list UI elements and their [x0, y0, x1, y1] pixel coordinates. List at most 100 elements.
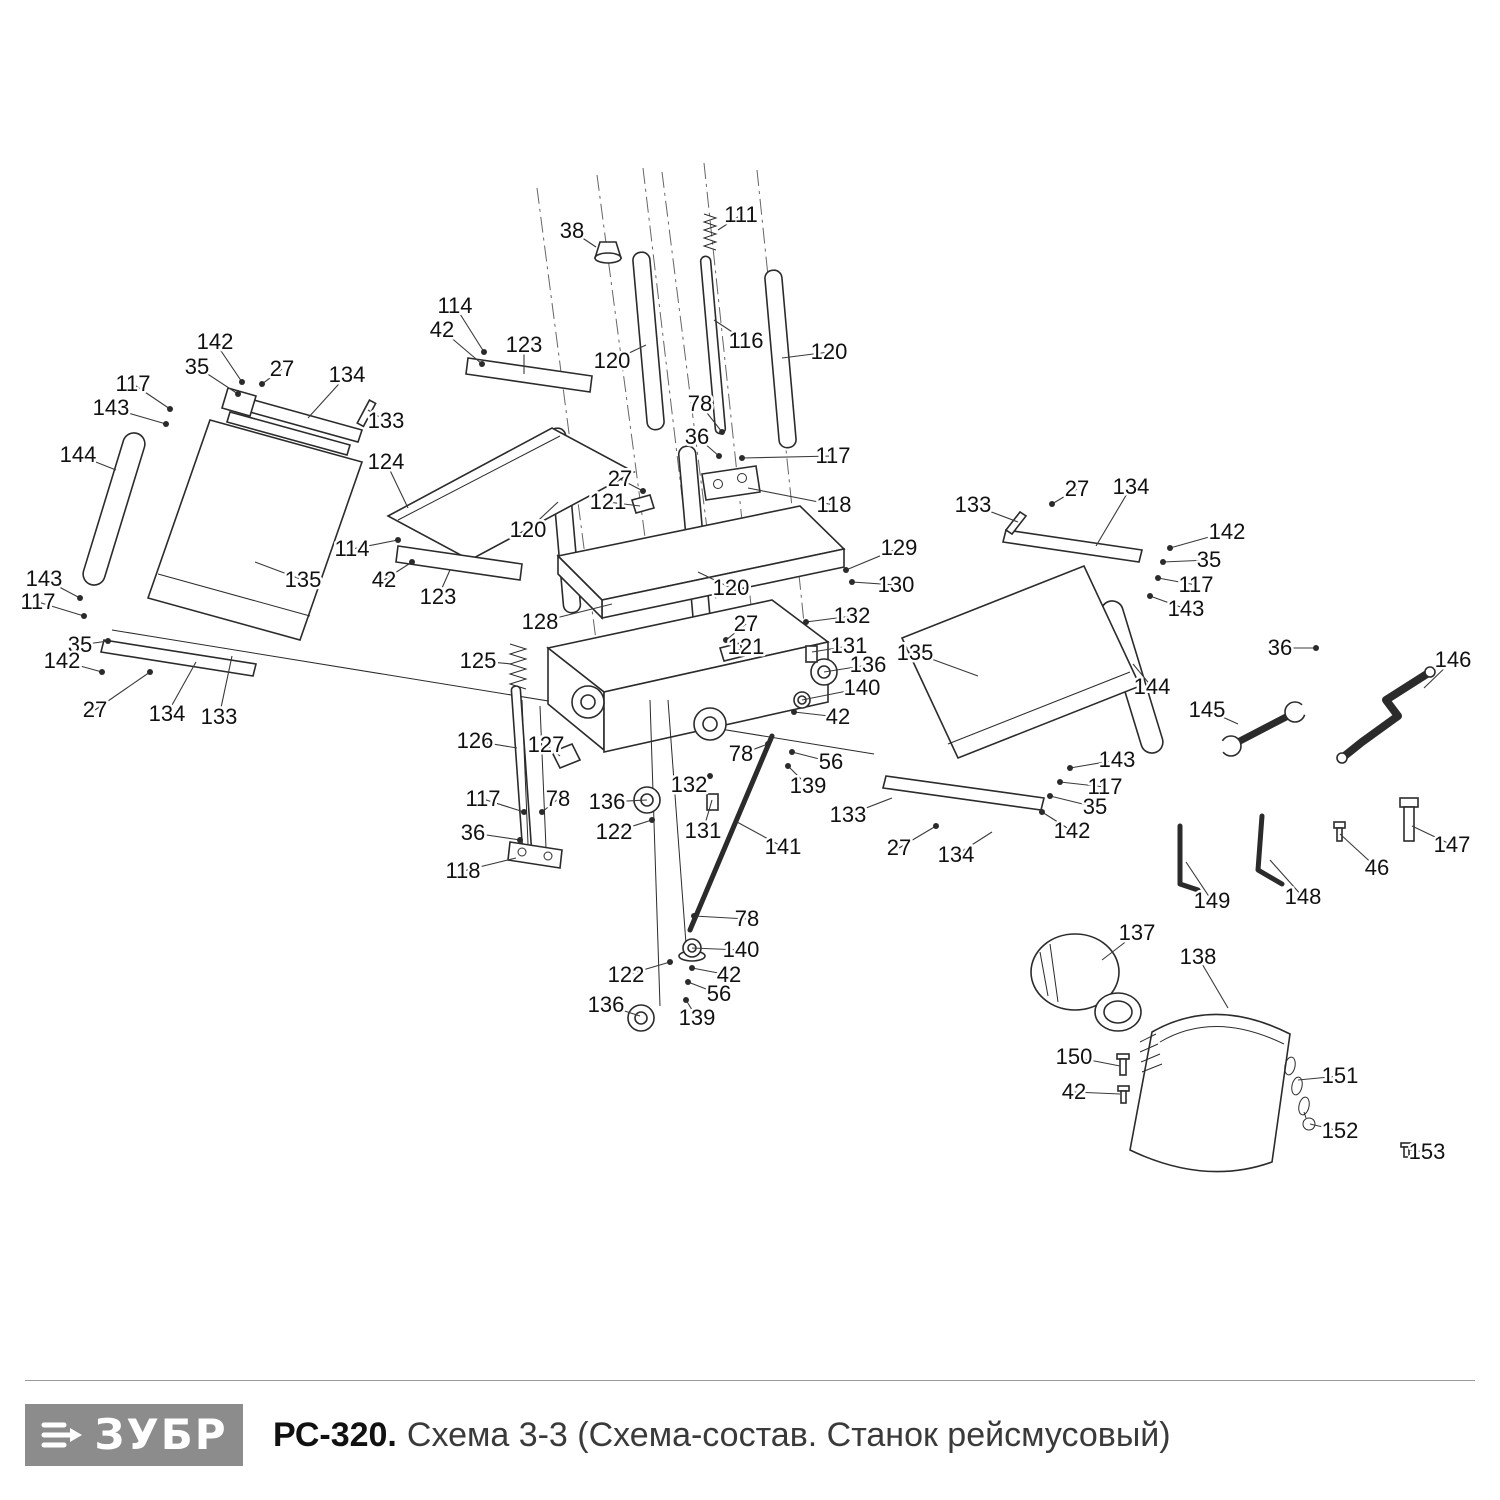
model-number: РС-320. — [273, 1415, 397, 1454]
part-number-label: 122 — [596, 819, 633, 844]
screw-46 — [1333, 821, 1346, 842]
upper-bracket-118 — [630, 465, 761, 662]
zubr-logo-icon — [41, 1422, 83, 1448]
base-casting — [546, 599, 830, 753]
long-tie-rod — [111, 629, 875, 755]
hook-152 — [1302, 1111, 1316, 1131]
part-number-label: 142 — [197, 329, 234, 354]
part-number-label: 144 — [60, 442, 97, 467]
exploded-diagram: 3811111442123120116120142352713411714313… — [20, 162, 1472, 1173]
part-number-label: 152 — [1322, 1118, 1359, 1143]
part-number-label: 130 — [878, 572, 915, 597]
pin-133-right — [1004, 510, 1028, 536]
hinge-bracket-left — [221, 387, 257, 417]
support-bar-134-right — [1002, 529, 1143, 563]
part-number-label: 27 — [734, 611, 758, 636]
cover-138 — [1129, 1013, 1291, 1173]
footer-divider — [25, 1380, 1475, 1381]
part-number-label: 117 — [20, 589, 55, 614]
part-number-label: 136 — [589, 789, 626, 814]
screw-150 — [1116, 1053, 1130, 1076]
part-number-label: 134 — [1113, 474, 1150, 499]
part-number-label: 136 — [588, 992, 625, 1017]
part-number-label: 143 — [1099, 747, 1136, 772]
part-number-label: 131 — [685, 818, 722, 843]
caption-text: Схема 3-3 (Схема-состав. Станок рейсмусо… — [406, 1415, 1171, 1454]
part-number-label: 36 — [461, 820, 485, 845]
part-number-label: 137 — [1119, 920, 1156, 945]
part-number-label: 136 — [850, 652, 887, 677]
part-number-label: 132 — [834, 603, 871, 628]
part-number-label: 42 — [717, 962, 741, 987]
part-number-label: 133 — [368, 408, 405, 433]
part-number-label: 129 — [881, 535, 918, 560]
part-number-label: 140 — [723, 937, 760, 962]
middle-plate-124 — [386, 427, 636, 561]
spring-125 — [508, 643, 528, 690]
part-number-label: 123 — [506, 332, 543, 357]
part-number-label: 42 — [1062, 1079, 1086, 1104]
main-table-128 — [556, 505, 846, 620]
gas-rod-144-left — [82, 432, 146, 586]
part-number-label: 120 — [811, 339, 848, 364]
part-number-label: 150 — [1056, 1044, 1093, 1069]
part-number-label: 42 — [430, 317, 454, 342]
upper-bracket-123 — [465, 357, 593, 393]
bottom-bar-left — [100, 639, 257, 677]
part-number-label: 124 — [368, 449, 405, 474]
part-number-label: 134 — [938, 842, 975, 867]
part-number-label: 146 — [1435, 647, 1472, 672]
lower-bracket-118 — [507, 841, 563, 869]
part-number-label: 140 — [844, 675, 881, 700]
wrench-145 — [1215, 699, 1313, 757]
part-number-label: 78 — [546, 786, 570, 811]
zubr-logo-text: ЗУБР — [94, 1410, 228, 1459]
part-number-label: 135 — [897, 640, 934, 665]
collars-140 — [678, 691, 811, 962]
part-number-label: 35 — [68, 632, 92, 657]
bottom-bar-right — [882, 775, 1045, 811]
part-number-label: 126 — [457, 728, 494, 753]
clamp-127 — [550, 742, 582, 770]
chain-151 — [1284, 1056, 1310, 1116]
part-number-label: 116 — [728, 328, 763, 353]
part-number-label: 125 — [460, 648, 497, 673]
leader-lines — [37, 214, 1454, 1153]
part-number-label: 123 — [420, 584, 457, 609]
part-number-label: 122 — [608, 962, 645, 987]
part-number-label: 134 — [149, 701, 186, 726]
part-number-label: 117 — [115, 371, 150, 396]
part-number-label: 142 — [1054, 818, 1091, 843]
clamp-121-a — [630, 494, 656, 514]
part-number-label: 142 — [44, 648, 81, 673]
part-number-label: 117 — [465, 786, 500, 811]
part-number-label: 143 — [93, 395, 130, 420]
part-number-label: 132 — [671, 772, 708, 797]
part-number-label: 127 — [528, 732, 565, 757]
part-number-label: 27 — [1065, 476, 1089, 501]
part-number-label: 143 — [1168, 596, 1205, 621]
part-number-label: 27 — [83, 697, 107, 722]
part-number-label: 42 — [826, 704, 850, 729]
lower-bracket-123 — [395, 545, 523, 581]
part-number-label: 111 — [724, 202, 757, 227]
part-number-label: 46 — [1365, 855, 1389, 880]
part-number-label: 120 — [713, 575, 750, 600]
part-number-label: 120 — [510, 517, 547, 542]
part-number-label: 35 — [185, 354, 209, 379]
part-number-label: 27 — [887, 835, 911, 860]
part-number-label: 138 — [1180, 944, 1217, 969]
diagram-caption: РС-320.Схема 3-3 (Схема-состав. Станок р… — [273, 1416, 1171, 1455]
left-table-assembly — [82, 387, 377, 677]
part-number-label: 120 — [594, 348, 631, 373]
part-number-label: 121 — [590, 489, 627, 514]
screw-153 — [1400, 1142, 1413, 1158]
right-table-135 — [900, 564, 1142, 760]
bushings-131 — [706, 645, 818, 811]
part-number-label: 141 — [765, 834, 802, 859]
part-number-label: 118 — [445, 858, 480, 883]
part-number-label: 145 — [1189, 697, 1226, 722]
part-number-label: 147 — [1434, 832, 1471, 857]
